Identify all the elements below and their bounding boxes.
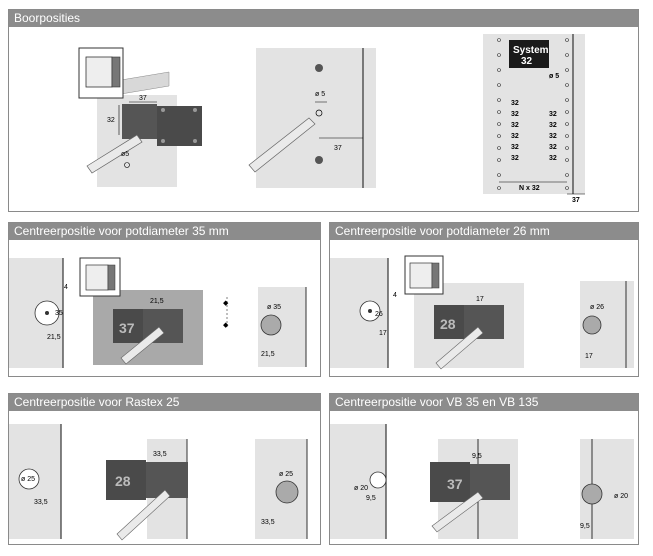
svg-text:ø 25: ø 25: [21, 476, 35, 483]
panel-boorposities: Boorposities 37 32 ø5 ø 5 37 System: [8, 9, 639, 212]
svg-text:4: 4: [393, 292, 397, 299]
svg-text:ø 25: ø 25: [279, 471, 293, 478]
dim-n-x-32: N x 32: [519, 185, 540, 192]
plate-label-37: 37: [119, 320, 135, 336]
svg-text:32: 32: [549, 122, 557, 129]
svg-text:32: 32: [511, 133, 519, 140]
svg-text:4: 4: [64, 284, 68, 291]
dim-d5-left: ø5: [121, 151, 129, 158]
plate-label-37-vb: 37: [447, 476, 463, 492]
panel-vb: Centreerpositie voor VB 35 en VB 135 ø 2…: [329, 393, 639, 545]
svg-text:32: 32: [511, 122, 519, 129]
diagram-vb: ø 20 9,5 37 9,5 ø 20 9,5: [330, 424, 634, 539]
svg-text:26: 26: [375, 311, 383, 318]
svg-text:33,5: 33,5: [261, 519, 275, 526]
drill-bit-middle: [248, 117, 316, 173]
section-title-vb: Centreerpositie voor VB 35 en VB 135: [330, 394, 638, 411]
dim-d5-middle: ø 5: [315, 91, 325, 98]
svg-text:32: 32: [511, 111, 519, 118]
svg-text:ø 35: ø 35: [267, 304, 281, 311]
diagram-boorposities: 37 32 ø5 ø 5 37 System 32 ø 5 32: [78, 34, 585, 204]
svg-text:9,5: 9,5: [472, 453, 482, 460]
svg-text:17: 17: [585, 353, 593, 360]
svg-text:32: 32: [511, 155, 519, 162]
dim-37-top: 37: [139, 95, 147, 102]
panel-cp26: Centreerpositie voor potdiameter 26 mm 2…: [329, 222, 639, 377]
diagram-rastex: ø 25 33,5 28 33,5 ø 25 33,5: [9, 424, 308, 541]
svg-text:9,5: 9,5: [580, 523, 590, 530]
side-panel-middle: [256, 48, 376, 188]
svg-text:32: 32: [511, 100, 519, 107]
plate-label-28-rastex: 28: [115, 473, 131, 489]
svg-text:35: 35: [55, 310, 63, 317]
panel-cp35: Centreerpositie voor potdiameter 35 mm 3…: [8, 222, 321, 377]
svg-text:32: 32: [549, 111, 557, 118]
system32-logo: [509, 40, 549, 68]
svg-text:21,5: 21,5: [261, 351, 275, 358]
diagram-cp26: 26 4 17 28 17 ø 26 17: [330, 255, 634, 370]
logo-text-system: System: [513, 45, 549, 56]
svg-text:33,5: 33,5: [153, 451, 167, 458]
svg-text:32: 32: [549, 155, 557, 162]
dim-37-system: 37: [572, 197, 580, 204]
svg-text:ø 20: ø 20: [614, 493, 628, 500]
svg-text:21,5: 21,5: [150, 298, 164, 305]
dim-32-left: 32: [107, 117, 115, 124]
mounting-plate-left: [122, 104, 157, 139]
svg-text:◆: ◆: [223, 300, 229, 307]
diagram-cp35: 35 4 21,5 37 21,5 ◆ ◆ ø 35 21,5: [9, 257, 311, 368]
svg-text:32: 32: [549, 133, 557, 140]
svg-text:◆: ◆: [223, 322, 229, 329]
drill-bit-left: [86, 134, 143, 174]
svg-text:21,5: 21,5: [47, 334, 61, 341]
section-title-boorposities: Boorposities: [9, 10, 638, 27]
section-title-cp35: Centreerpositie voor potdiameter 35 mm: [9, 223, 320, 240]
section-title-rastex: Centreerpositie voor Rastex 25: [9, 394, 320, 411]
plate-label-28: 28: [440, 316, 456, 332]
svg-text:32: 32: [549, 144, 557, 151]
svg-text:ø 26: ø 26: [590, 304, 604, 311]
dim-d5-system: ø 5: [549, 73, 559, 80]
svg-text:17: 17: [379, 330, 387, 337]
logo-text-32: 32: [521, 56, 533, 67]
svg-text:ø 20: ø 20: [354, 485, 368, 492]
svg-text:17: 17: [476, 296, 484, 303]
panel-rastex: Centreerpositie voor Rastex 25 ø 25 33,5…: [8, 393, 321, 545]
svg-text:9,5: 9,5: [366, 495, 376, 502]
svg-text:32: 32: [511, 144, 519, 151]
section-title-cp26: Centreerpositie voor potdiameter 26 mm: [330, 223, 638, 240]
dim-37-middle: 37: [334, 145, 342, 152]
svg-text:33,5: 33,5: [34, 499, 48, 506]
